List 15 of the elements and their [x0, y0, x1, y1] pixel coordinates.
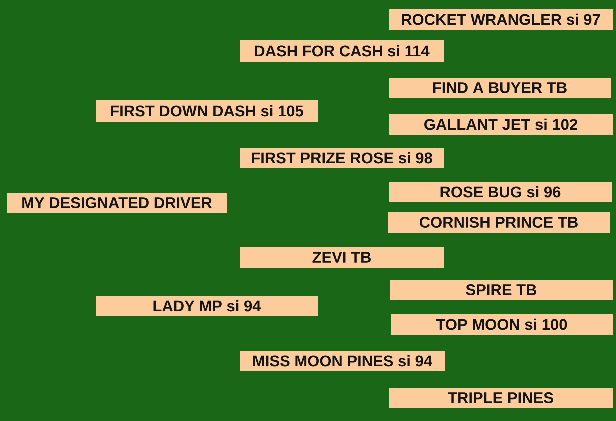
pedigree-box: TRIPLE PINES [389, 388, 613, 408]
pedigree-box: GALLANT JET si 102 [389, 114, 613, 135]
pedigree-box: TOP MOON si 100 [391, 314, 613, 335]
pedigree-box: SPIRE TB [390, 280, 613, 300]
pedigree-box: LADY MP si 94 [96, 296, 318, 316]
pedigree-box: MY DESIGNATED DRIVER [7, 193, 227, 213]
pedigree-box: ZEVI TB [240, 247, 444, 268]
pedigree-box: CORNISH PRINCE TB [388, 212, 610, 233]
pedigree-box: DASH FOR CASH si 114 [240, 40, 444, 62]
pedigree-box: FIND A BUYER TB [389, 78, 611, 98]
pedigree-box: ROSE BUG si 96 [389, 182, 612, 202]
pedigree-box: MISS MOON PINES si 94 [240, 351, 445, 371]
pedigree-box: FIRST DOWN DASH si 105 [96, 100, 318, 122]
pedigree-box: ROCKET WRANGLER si 97 [389, 9, 613, 30]
pedigree-box: FIRST PRIZE ROSE si 98 [240, 148, 444, 168]
